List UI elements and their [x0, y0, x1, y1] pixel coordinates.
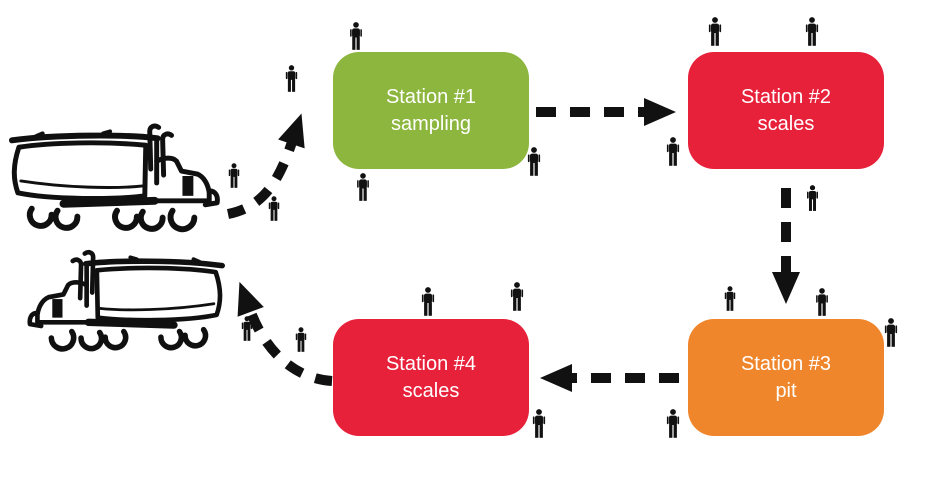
person-icon	[295, 327, 307, 353]
person-icon	[268, 196, 280, 222]
outgoing-truck-icon	[14, 248, 228, 352]
station-4-subtitle: scales	[402, 379, 460, 402]
person-icon	[241, 316, 253, 342]
person-icon	[285, 65, 298, 93]
incoming-truck-icon	[6, 120, 234, 234]
station-2-subtitle: scales	[757, 112, 815, 135]
station-3-box: Station #3 pit	[688, 319, 884, 436]
station-3-subtitle: pit	[775, 379, 797, 402]
person-icon	[510, 282, 524, 312]
person-icon	[356, 173, 370, 202]
person-icon	[805, 17, 819, 47]
station-1-box: Station #1 sampling	[333, 52, 529, 169]
person-icon	[666, 137, 680, 167]
person-icon	[349, 22, 363, 51]
person-icon	[532, 409, 546, 439]
station-1-subtitle: sampling	[390, 112, 472, 135]
station-2-box: Station #2 scales	[688, 52, 884, 169]
person-icon	[228, 163, 240, 189]
person-icon	[666, 409, 680, 439]
person-icon	[421, 287, 435, 317]
station-4-box: Station #4 scales	[333, 319, 529, 436]
person-icon	[527, 147, 541, 177]
station-4-title: Station #4	[385, 352, 477, 375]
arrow-station4-to-truck	[237, 281, 333, 386]
station-1-title: Station #1	[385, 85, 477, 108]
person-icon	[806, 185, 819, 212]
station-3-title: Station #3	[740, 352, 832, 375]
person-icon	[815, 288, 829, 317]
person-icon	[884, 318, 898, 348]
station-2-title: Station #2	[740, 85, 832, 108]
person-icon	[708, 17, 722, 47]
person-icon	[724, 286, 736, 312]
